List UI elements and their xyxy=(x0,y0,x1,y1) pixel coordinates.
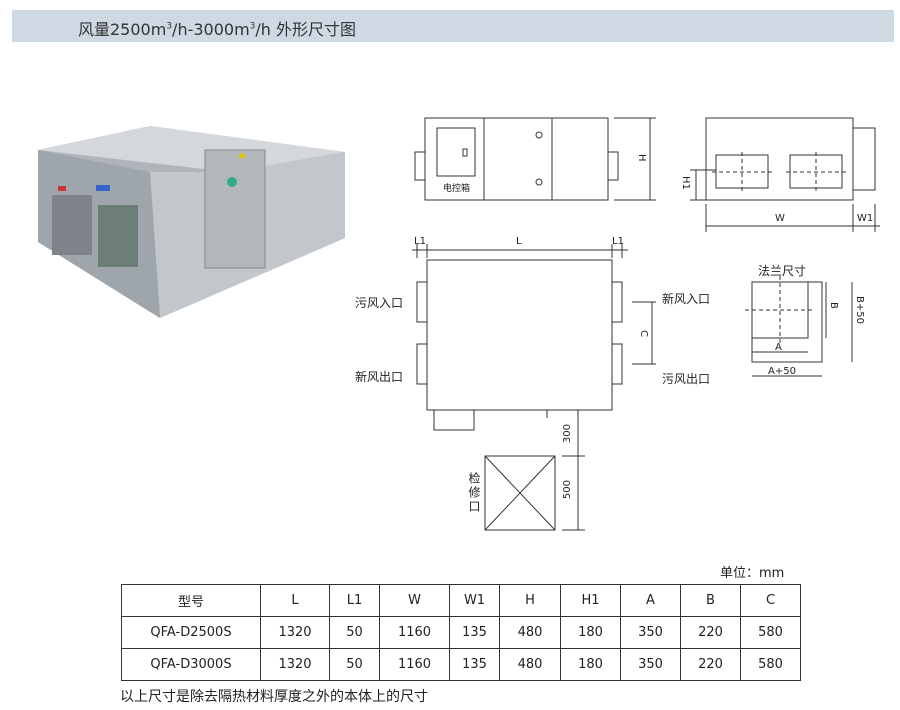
table-row: QFA-D3000S 1320 50 1160 135 480 180 350 … xyxy=(121,648,801,681)
col-header: B xyxy=(680,584,741,617)
h-label: H xyxy=(636,154,647,162)
col-header: C xyxy=(740,584,801,617)
plan-view xyxy=(412,244,656,531)
col-header: H xyxy=(499,584,561,617)
panel-label: 电控箱 xyxy=(443,184,471,194)
access-label: 检修口 xyxy=(467,472,481,514)
flange-b-label: B xyxy=(828,302,839,309)
cell: 1160 xyxy=(379,616,450,649)
footnote: 以上尺寸是除去隔热材料厚度之外的本体上的尺寸 xyxy=(120,689,428,705)
cell: QFA-D3000S xyxy=(121,648,261,681)
cell: 350 xyxy=(620,616,681,649)
h1-label: H1 xyxy=(680,176,691,190)
unit-label: 单位：mm xyxy=(720,566,785,581)
w-label: W xyxy=(775,213,785,224)
flange-title: 法兰尺寸 xyxy=(758,264,807,278)
table-header-row: 型号 L L1 W W1 H H1 A B C xyxy=(121,584,801,617)
cell: 580 xyxy=(740,648,801,681)
l-label: L xyxy=(516,236,522,247)
cell: 135 xyxy=(449,648,500,681)
l1-left-label: L1 xyxy=(414,236,426,247)
table-row: QFA-D2500S 1320 50 1160 135 480 180 350 … xyxy=(121,616,801,649)
c-label: C xyxy=(638,330,649,337)
cell: QFA-D2500S xyxy=(121,616,261,649)
col-header: A xyxy=(620,584,681,617)
l1-right-label: L1 xyxy=(612,236,624,247)
col-header: L1 xyxy=(329,584,380,617)
flange-view xyxy=(745,276,853,377)
cell: 220 xyxy=(680,648,741,681)
cell: 180 xyxy=(560,616,621,649)
cell: 1320 xyxy=(260,616,330,649)
right-bottom-label: 污风出口 xyxy=(662,372,711,386)
cell: 50 xyxy=(329,648,380,681)
dim-300-label: 300 xyxy=(562,424,573,444)
title-bar: 风量2500m3/h-3000m3/h 外形尺寸图 xyxy=(12,10,894,42)
flange-b50-label: B+50 xyxy=(854,296,865,324)
col-header: 型号 xyxy=(121,584,261,617)
cell: 480 xyxy=(499,616,561,649)
col-header: L xyxy=(260,584,330,617)
cell: 580 xyxy=(740,616,801,649)
spec-table: 型号 L L1 W W1 H H1 A B C QFA-D2500S 1320 … xyxy=(121,584,801,681)
cell: 50 xyxy=(329,616,380,649)
cell: 135 xyxy=(449,616,500,649)
cell: 180 xyxy=(560,648,621,681)
right-top-label: 新风入口 xyxy=(662,292,711,306)
cell: 1160 xyxy=(379,648,450,681)
front-elevation xyxy=(414,117,656,201)
col-header: W xyxy=(379,584,450,617)
col-header: H1 xyxy=(560,584,621,617)
side-elevation xyxy=(690,117,880,232)
cell: 350 xyxy=(620,648,681,681)
w1-label: W1 xyxy=(857,213,874,224)
flange-a50-label: A+50 xyxy=(768,366,796,377)
flange-a-label: A xyxy=(775,342,782,353)
col-header: W1 xyxy=(449,584,500,617)
product-image xyxy=(38,126,345,318)
left-bottom-label: 新风出口 xyxy=(355,370,404,384)
cell: 1320 xyxy=(260,648,330,681)
page-title: 风量2500m3/h-3000m3/h 外形尺寸图 xyxy=(78,20,357,39)
dim-500-label: 500 xyxy=(562,480,573,500)
cell: 480 xyxy=(499,648,561,681)
left-top-label: 污风入口 xyxy=(355,296,404,310)
cell: 220 xyxy=(680,616,741,649)
